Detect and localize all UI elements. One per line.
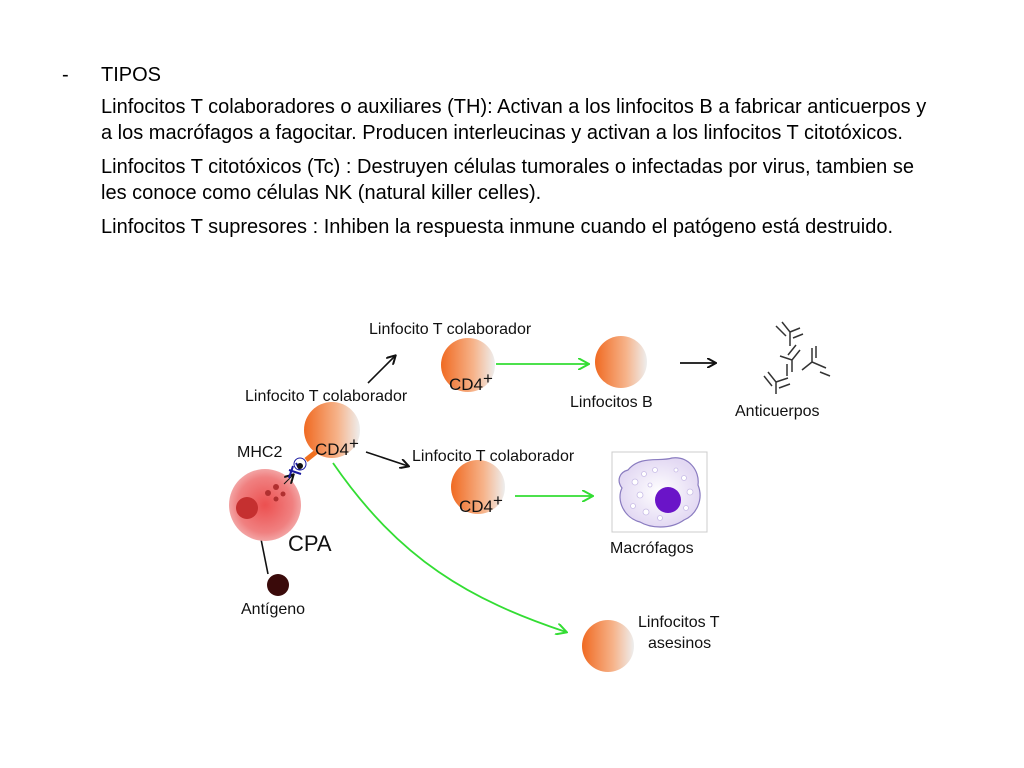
antigen-fragment <box>265 490 271 496</box>
label-th-top: Linfocito T colaborador <box>369 321 532 338</box>
label-mhc2: MHC2 <box>237 444 282 461</box>
macrophage-nucleus <box>655 487 681 513</box>
antigen-fragment <box>273 496 279 502</box>
arrow-to-th-top <box>367 356 395 384</box>
label-th-main: Linfocito T colaborador <box>245 388 408 405</box>
antigen-cell <box>267 574 289 596</box>
linfocito-b-cell <box>595 336 647 388</box>
cd4-mid-sup: + <box>493 491 503 510</box>
antigen-fragment <box>280 491 286 497</box>
paragraph-supresores: Linfocitos T supresores : Inhiben la res… <box>101 216 894 238</box>
antibody-icon <box>779 344 801 376</box>
cpa-nucleus <box>236 497 258 519</box>
bullet-dash: - <box>62 64 69 86</box>
label-anticuerpos: Anticuerpos <box>735 403 820 420</box>
mhc2-ring <box>293 457 307 471</box>
macrophage-frame <box>611 451 708 533</box>
antigen-peptide <box>297 463 303 469</box>
antibody-icon <box>801 346 831 377</box>
paragraph-colaboradores: Linfocitos T colaboradores o auxiliares … <box>101 96 927 144</box>
arrow-to-th-mid <box>365 451 408 466</box>
antibody-icon <box>775 321 804 346</box>
label-cpa: CPA <box>288 531 332 556</box>
macrophage-vacuoles <box>630 467 694 521</box>
cd4-mid-text: CD4 <box>459 497 493 516</box>
label-th-mid: Linfocito T colaborador <box>412 448 575 465</box>
text-content: TIPOS Linfocitos T colaboradores o auxil… <box>101 62 931 248</box>
cd4-main-sup: + <box>349 434 359 453</box>
label-antigeno: Antígeno <box>241 601 305 618</box>
cd4-top-sup: + <box>483 369 493 388</box>
cpa-cell <box>229 469 301 541</box>
linfocito-t-asesino-cell <box>582 620 634 672</box>
label-cd4-main: CD4+ <box>315 434 359 459</box>
label-macrofagos: Macrófagos <box>610 540 694 557</box>
paragraph-citotoxicos: Linfocitos T citotóxicos (Tc) : Destruye… <box>101 156 914 204</box>
label-cd4-mid: CD4+ <box>459 491 503 516</box>
antibody-icon <box>763 371 791 394</box>
label-asesinos-line1: Linfocitos T <box>638 614 720 631</box>
label-asesinos-line2: asesinos <box>648 635 711 652</box>
cd4-receptor-icon <box>304 450 318 462</box>
t-helper-mid-cell <box>451 460 505 514</box>
antigen-fragment <box>273 484 279 490</box>
label-linfocitos-b: Linfocitos B <box>570 394 653 411</box>
cd4-main-text: CD4 <box>315 440 349 459</box>
arrow-to-asesinos <box>332 462 566 632</box>
arrow-fragment-to-mhc <box>283 475 293 485</box>
t-helper-top-cell <box>441 338 495 392</box>
t-helper-main-cell <box>304 402 360 458</box>
section-heading: TIPOS <box>101 64 162 86</box>
cd4-top-text: CD4 <box>449 375 483 394</box>
label-cd4-top: CD4+ <box>449 369 493 394</box>
